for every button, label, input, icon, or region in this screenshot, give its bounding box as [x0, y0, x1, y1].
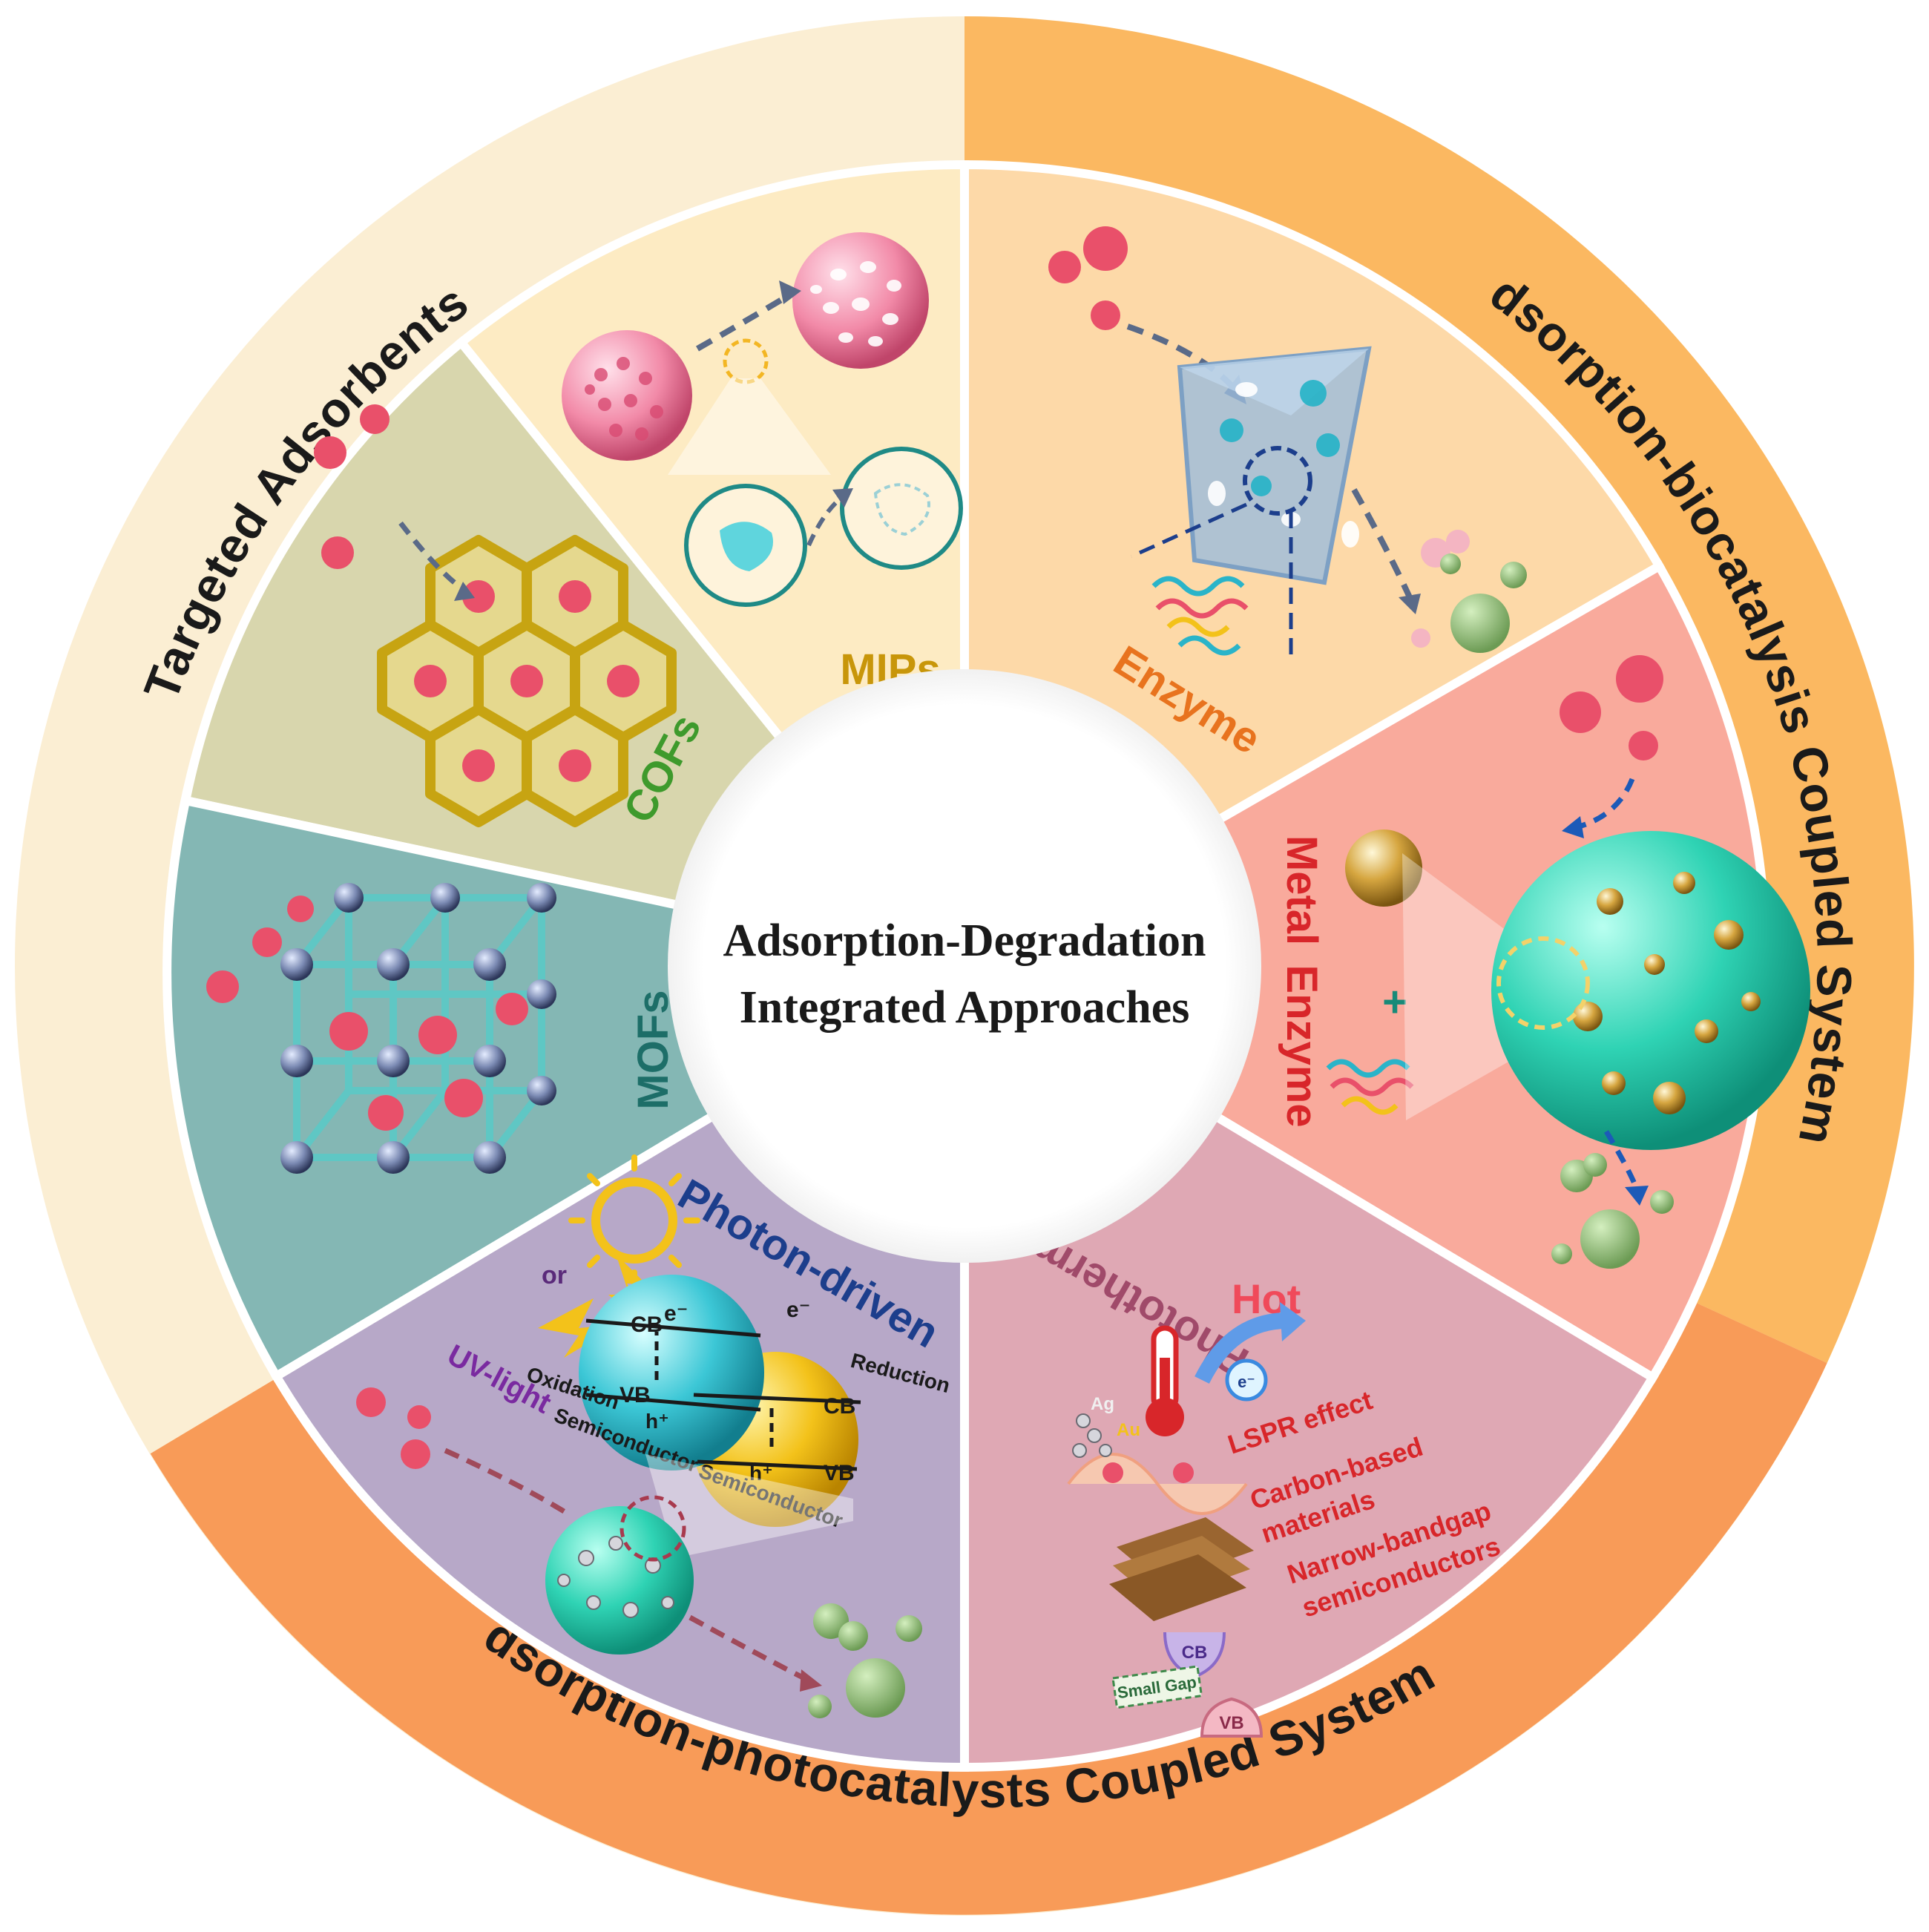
cof-arrow: [398, 521, 466, 592]
enzyme-pollutants: [1048, 226, 1128, 330]
carbon-sheets: [1109, 1517, 1254, 1621]
vb-right-label: VB: [824, 1461, 855, 1485]
photocatalyst-sphere: [545, 1506, 694, 1655]
vb-band: [1200, 1697, 1263, 1738]
enzyme-arrow-out: [1351, 488, 1413, 599]
photo-arrow-out: [689, 1614, 810, 1683]
photo-zoom-circle: [620, 1495, 686, 1562]
enzyme-zoom-circle: [1243, 446, 1312, 516]
vb-band-label: VB: [1219, 1713, 1243, 1733]
metal-arrow-out: [1603, 1130, 1639, 1189]
center-title-line2: Integrated Approaches: [740, 982, 1190, 1033]
metal-enzyme-protein: [1326, 1059, 1414, 1115]
mip-cavity-cell: [840, 447, 963, 570]
metal-enzyme-carrier-sphere: [1491, 831, 1810, 1150]
small-gap-tag: Small Gap: [1111, 1665, 1203, 1709]
hole-left-label: h⁺: [645, 1410, 669, 1433]
cb-left-label: CB: [631, 1312, 663, 1337]
metal-enzyme-label: Enzyme: [1278, 965, 1326, 1127]
hot-electron-label: e⁻: [1238, 1373, 1255, 1391]
metal-label: Metal: [1278, 835, 1326, 945]
ag-label: Ag: [1091, 1394, 1114, 1414]
metal-arrow-in: [1576, 778, 1635, 830]
cb-right-label: CB: [824, 1394, 855, 1419]
mips-illustration: MIPs: [562, 232, 963, 694]
enzyme-protein: [1151, 576, 1249, 656]
or-label: or: [542, 1261, 567, 1289]
photo-arrow-in: [444, 1448, 569, 1516]
hole-right-label: h⁺: [749, 1462, 773, 1485]
au-label: Au: [1117, 1420, 1140, 1440]
center-title-line1: Adsorption-Degradation: [723, 916, 1206, 966]
vb-left-label: VB: [620, 1383, 651, 1407]
heat-arrow: [1194, 1312, 1288, 1384]
plus-sign: +: [1382, 978, 1407, 1026]
light-bolt-left: [538, 1298, 620, 1358]
metal-products: [1551, 1153, 1674, 1269]
mof-pollutants: [206, 896, 528, 1131]
mip-arrow: [696, 294, 789, 352]
metal-nanoparticle: [1345, 829, 1422, 907]
electron-right-label: e⁻: [786, 1298, 811, 1322]
cof-pollutants: [314, 404, 640, 782]
photo-products: [808, 1603, 922, 1718]
thermometer-icon: [1146, 1325, 1184, 1436]
electron-left-label: e⁻: [664, 1301, 689, 1326]
metal-enzyme-illustration: Metal Enzyme +: [1278, 655, 1810, 1269]
metal-zoom-circle: [1496, 936, 1590, 1030]
lspr-wave: [1067, 1413, 1248, 1515]
sun-icon: [591, 1177, 677, 1264]
mof-nodes: [280, 883, 556, 1174]
hot-electron: [1225, 1358, 1268, 1402]
cb-band-label: CB: [1182, 1643, 1208, 1663]
mip-zoom-circle: [723, 338, 769, 384]
enzyme-products: [1411, 530, 1527, 653]
mofs-label: MOFs: [629, 990, 677, 1109]
mofs-illustration: MOFs: [206, 883, 677, 1174]
center-circle: [668, 669, 1261, 1263]
